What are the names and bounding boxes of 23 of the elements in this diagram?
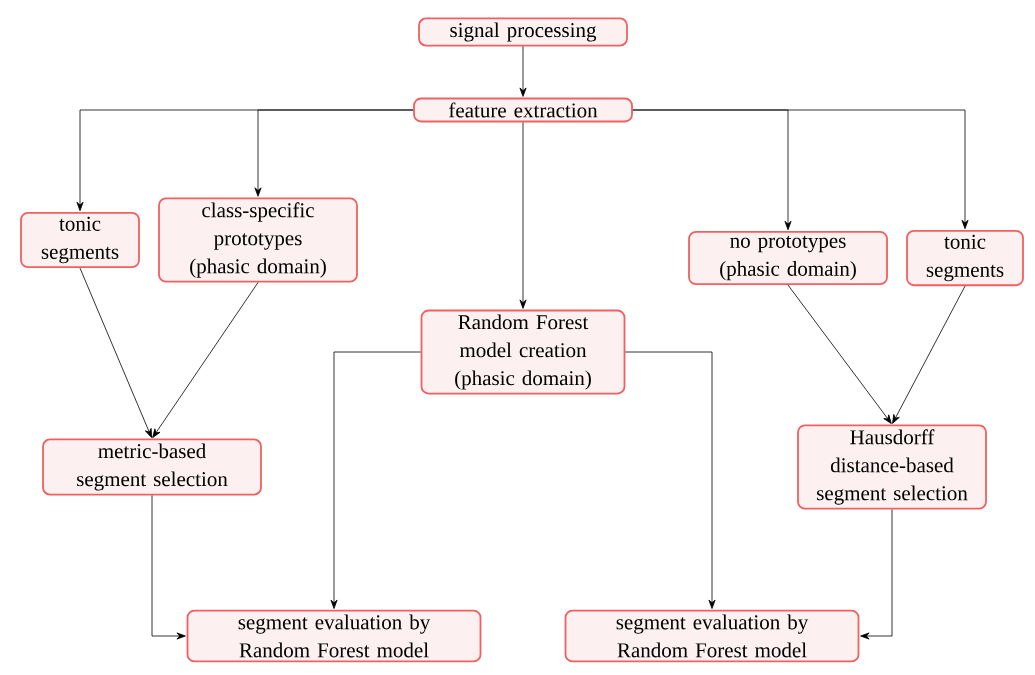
process-box: tonic segments [906,229,1024,287]
arrow [787,284,892,424]
process-box: segment evaluation by Random Forest model [564,609,860,663]
arrow [625,351,716,609]
arrow [860,509,893,640]
process-box: tonic segments [20,211,140,269]
process-box: segment evaluation by Random Forest model [186,609,482,663]
process-box: feature extraction [413,97,633,123]
process-box: metric-based segment selection [42,438,262,496]
arrow [519,122,527,309]
arrow [152,282,259,438]
process-box: class-specific prototypes (phasic domain) [158,197,358,283]
arrow [79,267,152,438]
process-box: Hausdorff distance-based segment selection [797,424,987,510]
arrow [892,285,966,424]
arrow [151,495,186,640]
arrow [254,109,414,197]
process-box: no prototypes (phasic domain) [688,230,888,286]
arrow [519,46,527,97]
process-box: Random Forest model creation (phasic domain) [420,309,626,395]
process-box: signal processing [418,17,628,47]
arrow [632,109,969,230]
arrow [330,351,421,609]
